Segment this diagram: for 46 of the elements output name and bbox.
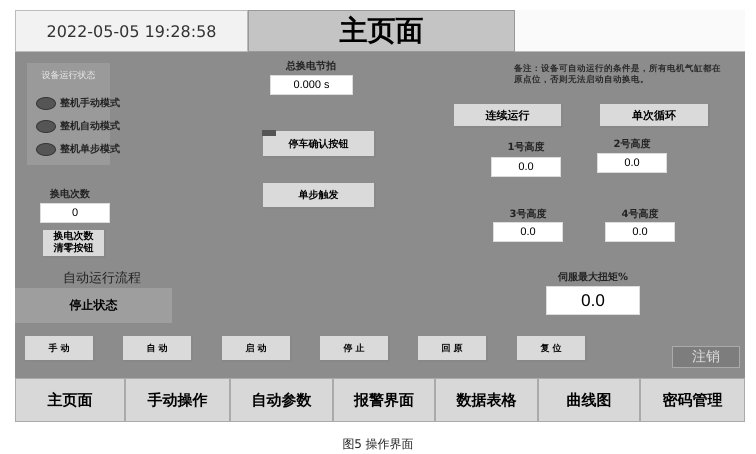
value-field: 0.0 [493,222,563,242]
field-caption: 自动运行流程 [63,270,141,287]
push-button: 停车确认按钮 [263,131,376,158]
field-caption: 伺服最大扭矩% [558,270,628,284]
push-button: 换电次数清零按钮 [43,230,106,258]
indicator-lamp [36,120,56,133]
figure-caption: 图5 操作界面 [341,436,415,453]
field-caption: 总换电节拍 [286,60,336,73]
field-caption: 整机单步模式 [60,142,120,156]
push-button: 单步触发 [263,183,376,209]
value-field: 0.0 [546,286,640,315]
value-field: 0.000 s [270,75,353,95]
date-time-display: 2022-05-05 19:28:58 [15,10,248,52]
push-button: 自 动 [123,336,193,362]
value-field: 0.0 [597,153,667,173]
push-button: 启 动 [222,336,292,362]
nav-tab: 自动参数 [230,378,333,422]
push-button: 复 位 [517,336,587,362]
push-button: 停 止 [320,336,390,362]
value-field: 0.0 [491,157,561,177]
nav-tab: 曲线图 [538,378,640,422]
nav-tab: 报警界面 [333,378,435,422]
nav-tab: 手动操作 [125,378,230,422]
push-button: 回 原 [418,336,488,362]
push-button: 单次循环 [600,104,710,128]
field-caption: 整机手动模式 [60,96,120,110]
nav-tab: 主页面 [15,378,125,422]
field-caption: 换电次数 [50,188,90,201]
field-caption: 4号高度 [622,207,658,221]
panel-heading: 设备运行状态 [42,70,96,82]
push-button: 手 动 [25,336,95,362]
value-field: 0 [40,203,110,223]
note-text: 备注：设备可自动运行的条件是，所有电机气缸都在原点位，否则无法启动自动换电。 [514,64,722,87]
field-caption: 2号高度 [614,137,650,151]
indicator-lamp [36,97,56,110]
value-field: 0.0 [605,222,675,242]
field-caption: 3号高度 [510,207,546,221]
status-display: 停止状态 [15,288,172,323]
push-button: 连续运行 [454,104,563,128]
nav-tab: 数据表格 [435,378,538,422]
page-title-bar: 主页面 [248,10,515,52]
field-caption: 1号高度 [508,140,544,154]
logout-button: 注销 [672,346,740,368]
indicator-lamp [36,143,56,156]
nav-tab: 密码管理 [640,378,745,422]
field-caption: 整机自动模式 [60,120,120,133]
